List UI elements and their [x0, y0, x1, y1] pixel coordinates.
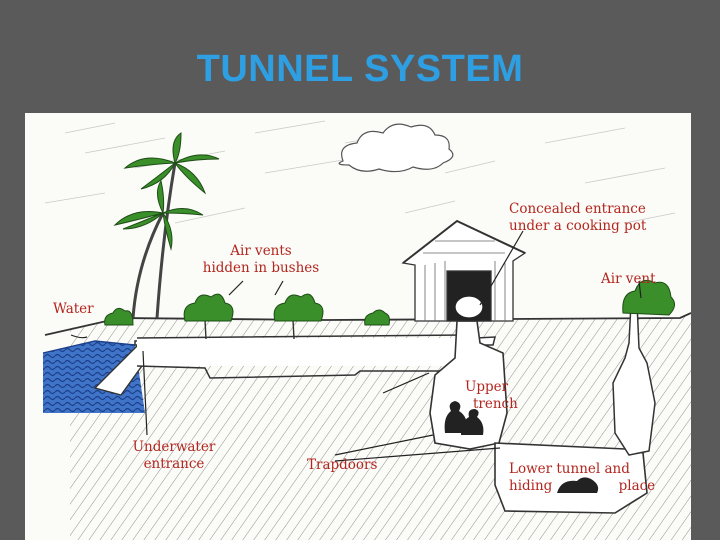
label-air-vents-line2: hidden in bushes — [202, 260, 320, 276]
label-concealed-line1: Concealed entrance — [509, 201, 646, 217]
label-concealed-line2: under a cooking pot — [509, 218, 647, 234]
slide-title: TUNNEL SYSTEM — [196, 48, 524, 90]
tunnel-drawing — [42, 120, 691, 540]
label-underwater-entrance: Underwater entrance — [129, 439, 219, 473]
hiding-people — [444, 401, 599, 493]
label-lower-line2a: hiding — [509, 478, 553, 494]
tunnel-diagram: Water Air vents hidden in bushes Conceal… — [25, 113, 691, 540]
label-lower-line1: Lower tunnel and — [509, 461, 630, 477]
label-water: Water — [53, 301, 94, 317]
cloud — [338, 123, 454, 173]
label-upper-trench: Upper trench — [465, 379, 518, 413]
ground-surface — [44, 312, 691, 336]
label-air-vent: Air vent — [601, 271, 656, 287]
pointer-lines — [70, 230, 642, 462]
label-trapdoors: Trapdoors — [307, 457, 378, 473]
label-upper-line1: Upper — [465, 379, 509, 395]
label-lower-line2b: place — [618, 478, 656, 494]
water-surface — [42, 340, 136, 354]
label-air-vents-line1: Air vents — [230, 243, 292, 259]
label-lower-line2: hiding place — [509, 478, 655, 495]
label-concealed-entrance: Concealed entrance under a cooking pot — [509, 201, 646, 235]
label-upper-line2: trench — [473, 396, 518, 412]
palm-trees — [113, 132, 220, 319]
air-vent-shaft — [612, 302, 656, 456]
hut — [401, 219, 527, 322]
label-underwater-line1: Underwater — [132, 439, 216, 455]
bushes — [104, 279, 675, 326]
label-underwater-line2: entrance — [143, 456, 205, 472]
label-air-vents: Air vents hidden in bushes — [201, 243, 321, 277]
vent-slits — [204, 319, 295, 340]
label-lower-tunnel: Lower tunnel and hiding place — [509, 461, 655, 495]
